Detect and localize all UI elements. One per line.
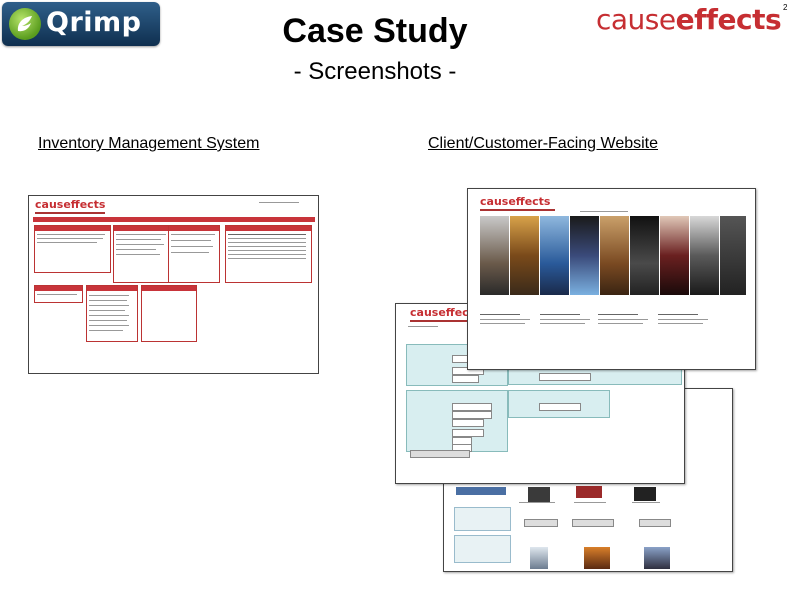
qrimp-logo: Qrimp [2, 2, 160, 46]
inventory-screenshot-logo: causeffects [35, 198, 106, 211]
movie-poster[interactable] [570, 216, 599, 295]
dashboard-panel [86, 285, 138, 342]
movie-poster[interactable] [720, 216, 746, 295]
movie-poster[interactable] [630, 216, 659, 295]
movie-poster[interactable] [510, 216, 539, 295]
submit-button[interactable] [410, 450, 470, 458]
causeffects-logo-bold: effects [675, 3, 782, 36]
website-heading: Client/Customer-Facing Website [428, 135, 659, 152]
dashboard-panel [168, 225, 220, 283]
qrimp-logo-text: Qrimp [46, 7, 142, 38]
tagline-bar [35, 212, 105, 214]
movie-poster[interactable] [480, 216, 509, 295]
page-title: Case Study [282, 12, 468, 50]
dashboard-panel [141, 285, 197, 342]
tagline-bar [480, 209, 555, 211]
causeffects-logo-light: cause [596, 3, 676, 36]
movie-poster[interactable] [540, 216, 569, 295]
movie-poster[interactable] [660, 216, 689, 295]
movie-poster[interactable] [600, 216, 629, 295]
dashboard-panel [34, 285, 83, 303]
page-number: 2 [783, 3, 788, 12]
payment-info-box [508, 390, 610, 418]
dashboard-panel [113, 225, 175, 283]
movies-screenshot-logo: causeffects [480, 195, 551, 208]
causeffects-logo: causeeffects [596, 3, 782, 36]
page-subtitle: - Screenshots - [293, 58, 457, 85]
inventory-screenshot: causeffects [28, 195, 319, 374]
email-box [508, 368, 682, 385]
qrimp-logo-icon [9, 8, 41, 40]
inventory-nav-bar [33, 217, 315, 222]
movies-screenshot: causeffects [467, 188, 756, 370]
form-screenshot-logo: causeffects [410, 306, 481, 319]
dashboard-panel [34, 225, 111, 273]
inventory-heading: Inventory Management System [38, 135, 260, 152]
tagline-bar [410, 320, 470, 322]
shipping-info-box [406, 390, 508, 452]
movie-poster[interactable] [690, 216, 719, 295]
dashboard-panel [225, 225, 312, 283]
